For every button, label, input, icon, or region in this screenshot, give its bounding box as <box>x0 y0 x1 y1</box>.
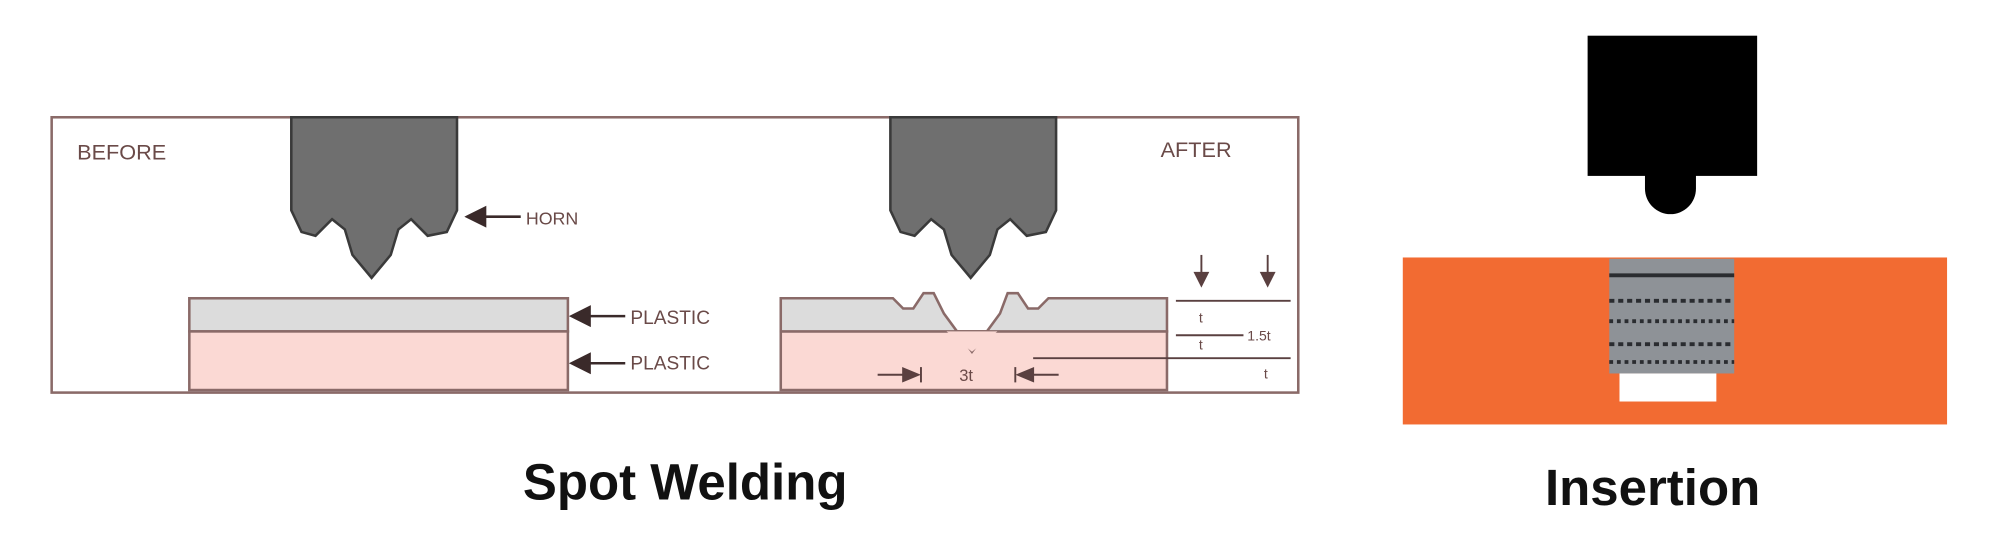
dim-bottom: t <box>1264 366 1268 382</box>
dim-top-thickness: t <box>1199 309 1203 325</box>
spot-welding-title: Spot Welding <box>523 454 848 511</box>
horn-before <box>290 115 459 280</box>
spot-welding-panel: BEFORE AFTER HORN PLASTIC PLASTIC t <box>50 115 1300 511</box>
threaded-insert <box>1609 258 1735 374</box>
after-label: AFTER <box>1161 137 1232 162</box>
dim-width: 3t <box>959 366 973 385</box>
dim-lower: t <box>1199 336 1203 352</box>
insertion-tool-tip <box>1644 173 1696 215</box>
before-label: BEFORE <box>77 139 166 164</box>
plastic-bottom-after <box>779 330 1169 392</box>
insert-cavity <box>1619 373 1717 402</box>
horn-arrow <box>464 205 521 228</box>
insertion-panel: Insertion <box>1402 35 1948 516</box>
plastic-top-label: PLASTIC <box>630 308 710 329</box>
insertion-tool <box>1587 35 1758 176</box>
dimension-lines <box>877 254 1291 383</box>
plastic-arrows <box>568 305 626 375</box>
dim-total: 1.5t <box>1247 327 1270 343</box>
horn-label: HORN <box>526 208 579 228</box>
plastic-top-after <box>779 291 1169 354</box>
plastic-bottom-before <box>188 330 570 392</box>
horn-after <box>889 115 1058 280</box>
insertion-title: Insertion <box>1545 459 1760 516</box>
plastic-top-before <box>188 296 570 333</box>
plastic-bottom-label: PLASTIC <box>630 354 710 375</box>
